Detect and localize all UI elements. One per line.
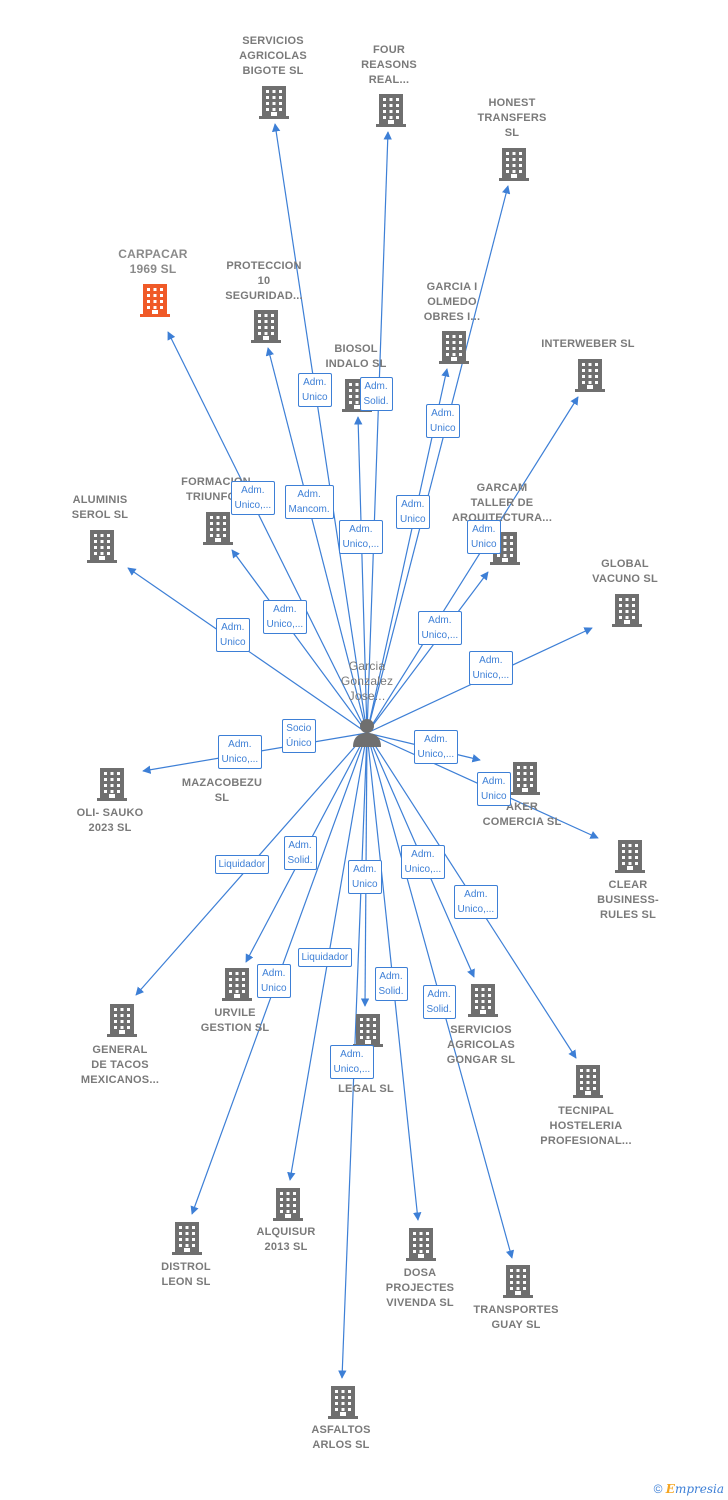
company-label-carpacar[interactable]: CARPACAR 1969 SL: [118, 247, 188, 276]
building-icon[interactable]: [406, 1227, 436, 1266]
company-label-asfaltos-arlos[interactable]: ASFALTOS ARLOS SL: [311, 1424, 371, 1451]
company-label-servicios-agricolas-gongar[interactable]: SERVICIOS AGRICOLAS GONGAR SL: [446, 1023, 516, 1066]
edge-garcam-taller: [366, 571, 489, 734]
role-label-servicios-agricolas-gongar: Adm. Unico,...: [400, 845, 446, 879]
company-label-garcia-olmedo[interactable]: GARCIA I OLMEDO OBRES I...: [423, 280, 481, 323]
brand-footer: © Empresia: [654, 1482, 724, 1496]
building-icon[interactable]: [499, 147, 529, 186]
company-label-distrol-leon[interactable]: DISTROL LEON SL: [161, 1261, 211, 1288]
company-label-general-tacos[interactable]: GENERAL DE TACOS MEXICANOS...: [80, 1043, 160, 1086]
edge-interweber: [366, 396, 579, 734]
company-label-honest-transfers[interactable]: HONEST TRANSFERS SL: [477, 96, 547, 139]
role-label-oli-sauko: Adm. Unico,...: [217, 735, 263, 769]
role-label-clear-business: Adm. Unico: [477, 772, 511, 806]
brand-logo-rest: mpresia: [674, 1482, 724, 1496]
edge-honest-transfers: [366, 185, 511, 734]
building-icon[interactable]: [203, 511, 233, 550]
role-label-transportes-guay: Adm. Solid.: [422, 985, 456, 1019]
company-label-aker-comercia[interactable]: AKER COMERCIA SL: [482, 801, 562, 828]
building-icon[interactable]: [259, 85, 289, 124]
building-icon[interactable]: [612, 593, 642, 632]
building-icon[interactable]: [439, 330, 469, 369]
person-icon[interactable]: [351, 716, 383, 753]
building-icon[interactable]: [140, 283, 170, 322]
building-icon[interactable]: [510, 761, 540, 800]
role-label-carpacar: Adm. Unico,...: [230, 481, 276, 515]
building-icon[interactable]: [573, 1064, 603, 1103]
role-label-general-tacos: Liquidador: [214, 854, 270, 874]
company-label-biosol-indalo[interactable]: BIOSOL INDALO SL: [325, 343, 387, 370]
person-label[interactable]: Garcia Gonzalez Jose...: [340, 659, 394, 703]
role-label-tecnipal: Adm. Unico,...: [453, 885, 499, 919]
role-label-distrol-leon: Adm. Unico: [257, 964, 291, 998]
role-label-urvile-gestion: Adm. Solid.: [283, 836, 317, 870]
company-label-tecnipal[interactable]: TECNIPAL HOSTELERIA PROFESIONAL...: [540, 1104, 632, 1147]
company-label-four-reasons[interactable]: FOUR REASONS REAL...: [361, 43, 417, 86]
role-label-global-vacuno: Adm. Unico,...: [468, 651, 514, 685]
role-label-four-reasons: Adm. Unico,...: [338, 520, 384, 554]
company-label-transportes-guay[interactable]: TRANSPORTES GUAY SL: [473, 1304, 559, 1331]
company-label-alquisur[interactable]: ALQUISUR 2013 SL: [256, 1226, 316, 1253]
company-label-global-vacuno[interactable]: GLOBAL VACUNO SL: [592, 558, 658, 585]
edge-biosol-indalo: [354, 416, 368, 734]
company-label-clear-business[interactable]: CLEAR BUSINESS- RULES SL: [597, 878, 659, 921]
building-icon[interactable]: [222, 967, 252, 1006]
company-label-proteccion-10[interactable]: PROTECCION 10 SEGURIDAD...: [225, 259, 303, 302]
building-icon[interactable]: [376, 93, 406, 132]
role-label-asfaltos-arlos: Adm. Unico,...: [329, 1045, 375, 1079]
company-label-aluminis-serol[interactable]: ALUMINIS SEROL SL: [71, 494, 129, 521]
company-label-oli-sauko[interactable]: OLI- SAUKO 2023 SL: [76, 807, 144, 834]
building-icon[interactable]: [273, 1187, 303, 1226]
building-icon[interactable]: [575, 358, 605, 397]
company-label-interweber[interactable]: INTERWEBER SL: [541, 337, 635, 350]
brand-logo-initial: E: [665, 1482, 675, 1496]
role-label-interweber: Adm. Unico: [467, 520, 501, 554]
company-label-urvile-gestion[interactable]: URVILE GESTION SL: [200, 1007, 270, 1034]
building-icon[interactable]: [107, 1003, 137, 1042]
copyright-symbol: ©: [653, 1482, 663, 1496]
role-label-mazacobezu: Socio Único: [282, 719, 316, 753]
role-label-legal-sl: Adm. Unico: [348, 860, 382, 894]
building-icon[interactable]: [172, 1221, 202, 1260]
building-icon[interactable]: [328, 1385, 358, 1424]
building-icon[interactable]: [353, 1013, 383, 1052]
building-icon[interactable]: [251, 309, 281, 348]
edge-four-reasons: [366, 131, 392, 734]
role-label-garcam-taller: Adm. Unico,...: [417, 611, 463, 645]
role-label-biosol-indalo: Adm. Solid.: [359, 377, 393, 411]
edge-proteccion-10: [265, 347, 368, 734]
building-icon[interactable]: [468, 983, 498, 1022]
role-label-servicios-agricolas-bigote: Adm. Unico: [298, 373, 332, 407]
building-icon[interactable]: [615, 839, 645, 878]
edge-servicios-agricolas-bigote: [271, 123, 368, 734]
building-icon[interactable]: [503, 1264, 533, 1303]
company-label-mazacobezu[interactable]: MAZACOBEZU SL: [181, 777, 263, 804]
role-label-aker-comercia: Adm. Unico,...: [413, 730, 459, 764]
role-label-proteccion-10: Adm. Mancom.: [284, 485, 334, 519]
role-label-dosa-projectes: Adm. Solid.: [374, 967, 408, 1001]
role-label-garcia-olmedo: Adm. Unico: [396, 495, 430, 529]
building-icon[interactable]: [87, 529, 117, 568]
company-label-dosa-projectes[interactable]: DOSA PROJECTES VIVENDA SL: [385, 1266, 455, 1309]
company-label-garcam-taller[interactable]: GARCAM TALLER DE ARQUITECTURA...: [451, 481, 553, 524]
company-label-servicios-agricolas-bigote[interactable]: SERVICIOS AGRICOLAS BIGOTE SL: [239, 34, 307, 77]
role-label-honest-transfers: Adm. Unico: [426, 404, 460, 438]
edge-carpacar: [167, 331, 368, 734]
role-label-formacion-triunfo: Adm. Unico,...: [262, 600, 308, 634]
edge-formacion-triunfo: [231, 549, 368, 734]
building-icon[interactable]: [97, 767, 127, 806]
role-label-alquisur: Liquidador: [297, 947, 353, 967]
role-label-aluminis-serol: Adm. Unico: [216, 618, 250, 652]
